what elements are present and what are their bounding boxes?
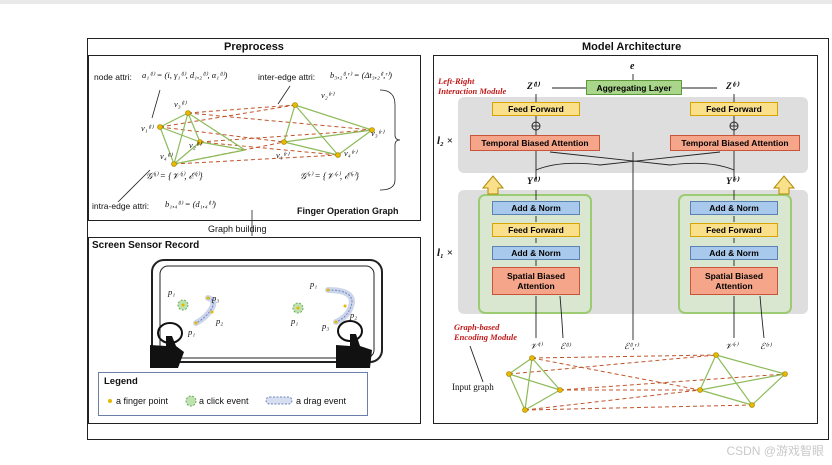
node-attr-label: node attri: xyxy=(94,72,132,82)
legend-drag-event: a drag event xyxy=(296,396,347,406)
watermark: CSDN @游戏智眼 xyxy=(726,444,824,458)
aggregating-layer: Aggregating Layer xyxy=(586,80,682,95)
sensor-left-p1a: p₁ xyxy=(168,287,176,297)
input-graph-nodes xyxy=(506,352,788,413)
graph-left-formula: 𝒢⁽ˡ⁾ = {𝒱⁽ˡ⁾, ℰ⁽ˡ⁾} xyxy=(146,171,203,181)
e-left: ℰ⁽ˡ⁾ xyxy=(560,341,571,351)
spatial-attention-right: Spatial Biased Attention xyxy=(690,267,778,295)
graph-right-formula: 𝒢⁽ʳ⁾ = {𝒱⁽ʳ⁾, ℰ⁽ʳ⁾} xyxy=(300,171,359,181)
node-label-v3-left: v₃⁽ˡ⁾ xyxy=(174,99,187,109)
interaction-module-label: Left-Right Interaction Module xyxy=(438,76,506,96)
feed-forward-left-enc: Feed Forward xyxy=(492,223,580,237)
sensor-right-p3: p₃ xyxy=(322,321,330,331)
top-band xyxy=(0,0,832,4)
node-label-v2-right: v₂⁽ʳ⁾ xyxy=(321,90,334,100)
model-panel xyxy=(433,55,818,424)
legend-box xyxy=(98,372,368,416)
add-norm-right-top: Add & Norm xyxy=(690,201,778,215)
add-norm-left-top: Add & Norm xyxy=(492,201,580,215)
preprocess-panel xyxy=(88,55,421,221)
feed-forward-left-top: Feed Forward xyxy=(492,102,580,116)
sensor-right-p1b: p₁ xyxy=(310,279,318,289)
sensor-left-p2: p₂ xyxy=(216,316,224,326)
interaction-module-line1: Left-Right xyxy=(438,76,475,86)
sensor-title: Screen Sensor Record xyxy=(92,240,200,251)
legend-finger-point: a finger point xyxy=(116,396,169,406)
graph-building-label: Graph building xyxy=(208,224,267,234)
spatial-attention-left: Spatial Biased Attention xyxy=(492,267,580,295)
encoding-module-line1: Graph-based xyxy=(454,322,500,332)
left-hand-icon xyxy=(150,322,184,368)
node-label-v1-left: v₁⁽ˡ⁾ xyxy=(141,123,154,133)
output-e: e xyxy=(630,61,635,72)
model-title: Model Architecture xyxy=(582,41,682,53)
spatial-attention-left-line2: Attention xyxy=(517,281,555,291)
v-left: 𝒱⁽ˡ⁾ xyxy=(530,341,542,351)
sensor-right-p2: p₂ xyxy=(350,310,358,320)
inter-edge-label: inter-edge attri: xyxy=(258,72,316,82)
temporal-attention-left: Temporal Biased Attention xyxy=(470,135,600,151)
add-norm-right-bottom: Add & Norm xyxy=(690,246,778,260)
spatial-attention-right-line2: Attention xyxy=(715,281,753,291)
input-graph-label: Input graph xyxy=(452,382,494,392)
intra-edge-formula: b₁,₄⁽ˡ⁾ = (d₁,₄⁽ˡ⁾) xyxy=(165,199,216,209)
z-right: Z⁽ʳ⁾ xyxy=(726,82,739,92)
node-label-v1-right: v₁⁽ʳ⁾ xyxy=(276,150,289,160)
intra-edge-label: intra-edge attri: xyxy=(92,201,150,211)
e-lr: ℰ⁽ˡ,ʳ⁾ xyxy=(624,341,639,351)
feed-forward-right-top: Feed Forward xyxy=(690,102,778,116)
encoding-module-line2: Encoding Module xyxy=(454,332,518,342)
temporal-attention-right: Temporal Biased Attention xyxy=(670,135,800,151)
click-event-icon xyxy=(185,395,197,407)
up-arrow-icon xyxy=(481,175,505,195)
add-norm-left-bottom: Add & Norm xyxy=(492,246,580,260)
spatial-attention-right-line1: Spatial Biased xyxy=(704,271,764,281)
node-label-v3-right: v₃⁽ʳ⁾ xyxy=(371,128,384,138)
graph-caption: Finger Operation Graph xyxy=(297,206,399,216)
left-graph-edges xyxy=(159,112,246,165)
drag-event-icon xyxy=(265,396,293,405)
y-right: Y⁽ʳ⁾ xyxy=(726,177,739,187)
node-label-v4-right: v₄⁽ʳ⁾ xyxy=(344,148,357,158)
legend-click-event: a click event xyxy=(199,396,249,406)
right-hand-icon xyxy=(336,320,372,368)
encoding-module-label: Graph-based Encoding Module xyxy=(454,322,517,342)
inter-edge-formula: b₃,₂⁽ˡ,ʳ⁾ = (Δt₃,₂⁽ˡ,ʳ⁾) xyxy=(330,70,393,80)
node-attr-formula: a₁⁽ˡ⁾ = (i, γ₁⁽ˡ⁾, d₁,₂⁽ˡ⁾, α₁⁽ˡ⁾) xyxy=(142,70,228,80)
right-graph-edges xyxy=(283,104,373,156)
finger-point-icon xyxy=(108,399,112,403)
v-right: 𝒱⁽ʳ⁾ xyxy=(725,341,738,351)
input-graph-edges xyxy=(508,354,786,411)
sensor-left-p3: p₃ xyxy=(212,293,220,303)
z-left: Z⁽ˡ⁾ xyxy=(527,82,540,92)
l2-repeat: l₂ × xyxy=(437,135,453,147)
legend-title: Legend xyxy=(104,376,138,387)
node-label-v2-left: v₂⁽ˡ⁾ xyxy=(189,140,202,150)
spatial-attention-left-line1: Spatial Biased xyxy=(506,271,566,281)
sensor-panel xyxy=(88,237,421,424)
preprocess-title: Preprocess xyxy=(224,41,284,53)
graph-nodes xyxy=(157,102,375,167)
l1-repeat: l₁ × xyxy=(437,247,453,259)
sensor-left-p1b: p₁ xyxy=(188,327,196,337)
node-label-v4-left: v₄⁽ˡ⁾ xyxy=(160,151,173,161)
feed-forward-right-enc: Feed Forward xyxy=(690,223,778,237)
input-inter-edges xyxy=(508,354,786,411)
e-right: ℰ⁽ʳ⁾ xyxy=(760,341,772,351)
y-left: Y⁽ˡ⁾ xyxy=(527,177,540,187)
up-arrow-icon xyxy=(772,175,796,195)
sensor-right-p1a: p₁ xyxy=(291,316,299,326)
interaction-module-line2: Interaction Module xyxy=(438,86,507,96)
annotation-arrows xyxy=(117,85,401,236)
